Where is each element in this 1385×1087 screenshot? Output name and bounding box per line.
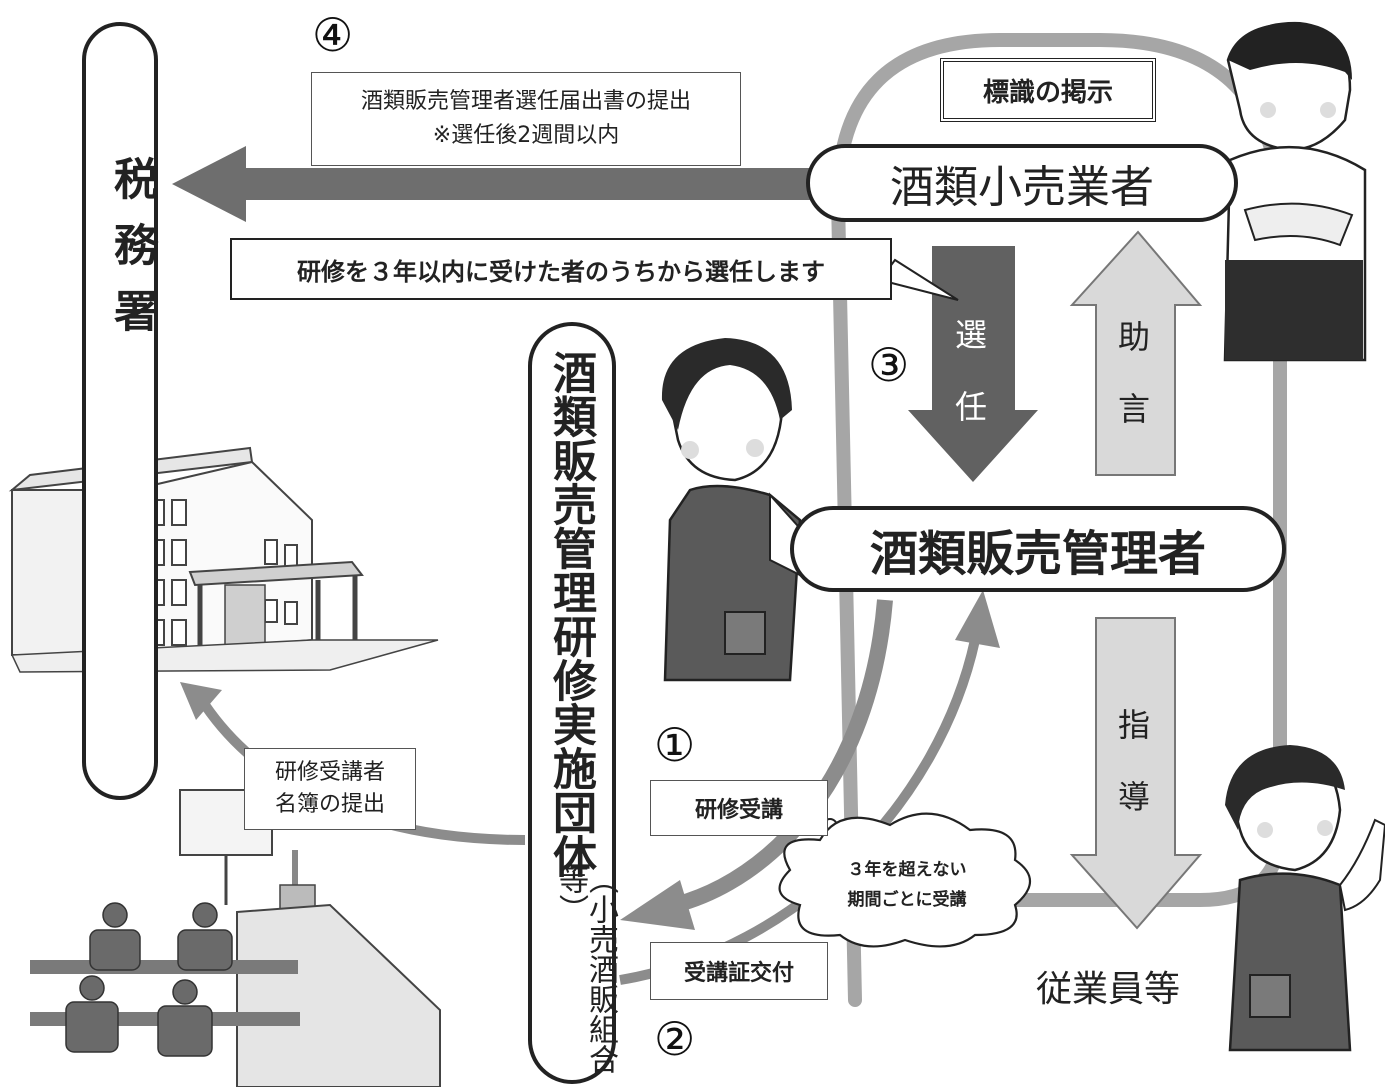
notification-line-2: ※選任後2週間以内 [432, 123, 620, 148]
training-attend-box: 研修受講 [650, 780, 828, 836]
cloud-line-2: 期間ごとに受講 [847, 890, 967, 910]
employee-person [1225, 745, 1385, 1052]
step-4-number: ④ [312, 8, 354, 62]
arrow-notification [172, 146, 810, 222]
tax-office-label: 税務署 [82, 22, 158, 800]
employees-label: 従業員等 [1036, 969, 1181, 1010]
training-org-label: 酒類販売管理研修実施団体 （小売酒販組合等） [528, 322, 618, 1084]
sign-display-label: 標識の掲示 [982, 77, 1113, 108]
retailer-label: 酒類小売業者 [806, 144, 1238, 222]
arrow-guidance [1069, 617, 1203, 930]
tax-office-text: 税務署 [106, 156, 157, 354]
selection-note-text: 研修を３年以内に受けた者のうちから選任します [297, 257, 825, 286]
selection-char-2: 任 [955, 388, 988, 426]
notification-box: 酒類販売管理者選任届出書の提出 ※選任後2週間以内 [311, 72, 741, 166]
step-2-number: ② [654, 1012, 696, 1066]
arrow-selection [908, 246, 1038, 482]
training-attend-text: 研修受講 [694, 798, 783, 823]
advice-char-1: 助 [1118, 318, 1151, 356]
roster-note: 研修受講者 名簿の提出 [244, 748, 416, 830]
tax-office-building [8, 446, 439, 673]
advice-char-2: 言 [1118, 390, 1151, 428]
notification-line-1: 酒類販売管理者選任届出書の提出 [360, 89, 691, 114]
sign-display-box: 標識の掲示 [940, 58, 1156, 122]
training-org-name: 酒類販売管理研修実施団体 [545, 350, 596, 878]
guidance-char-1: 指 [1118, 706, 1151, 744]
manager-text: 酒類販売管理者 [869, 526, 1206, 582]
training-org-sub: （小売酒販組合等） [553, 864, 618, 1074]
cloud-line-1: ３年を超えない [847, 860, 967, 880]
selection-char-1: 選 [955, 316, 988, 354]
certificate-box: 受講証交付 [650, 942, 828, 1000]
manager-label: 酒類販売管理者 [790, 506, 1286, 592]
selection-note: 研修を３年以内に受けた者のうちから選任します [230, 238, 892, 300]
guidance-char-2: 導 [1118, 778, 1151, 816]
classroom-illustration [30, 789, 441, 1087]
manager-person [661, 338, 817, 682]
step-1-number: ① [654, 718, 696, 772]
cloud-text: ３年を超えない 期間ごとに受講 [812, 845, 1002, 925]
step-3-number: ③ [868, 338, 910, 392]
retailer-text: 酒類小売業者 [890, 162, 1154, 213]
roster-line-2: 名簿の提出 [274, 792, 385, 817]
roster-line-1: 研修受講者 [274, 760, 385, 785]
retailer-person [1223, 21, 1367, 362]
connection-loop [830, 33, 1287, 1007]
certificate-text: 受講証交付 [683, 961, 794, 986]
arrow-advice [1069, 230, 1203, 476]
